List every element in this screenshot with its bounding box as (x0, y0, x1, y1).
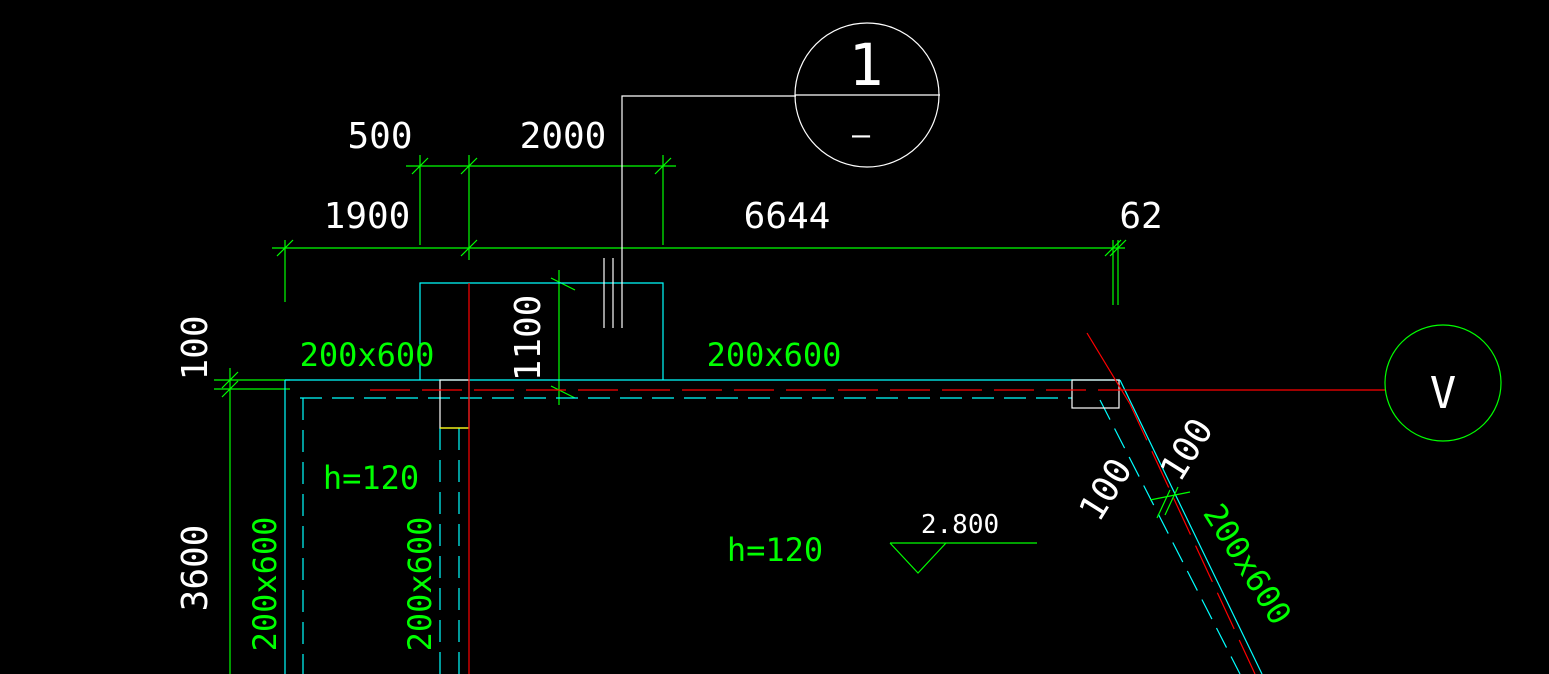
dim-text-2000: 2000 (520, 116, 607, 157)
dim-text-1100: 1100 (508, 295, 549, 382)
dimension-1100-lines (550, 270, 576, 405)
beam-label-top-right: 200x600 (707, 336, 842, 374)
elevation-value: 2.800 (921, 510, 999, 540)
slab-label-left: h=120 (323, 459, 419, 497)
dim-text-6644: 6644 (744, 196, 831, 237)
beam-label-left-column-a: 200x600 (246, 517, 284, 652)
top-dimension-lines (272, 155, 1127, 305)
dim-text-left-3600: 3600 (175, 525, 216, 612)
beam-label-top-left: 200x600 (300, 336, 435, 374)
dim-text-diag-100-b: 100 (1153, 411, 1222, 488)
column (439, 379, 470, 429)
section-number: 1 (849, 31, 884, 99)
wall-lines (284, 379, 1263, 674)
elevation-marker (889, 542, 1037, 574)
section-marker (603, 22, 940, 328)
slab-label-center: h=120 (727, 531, 823, 569)
dim-text-500: 500 (347, 116, 412, 157)
dim-text-62: 62 (1119, 196, 1162, 237)
beam-label-left-column-b: 200x600 (401, 517, 439, 652)
axis-bubble-circle (1384, 324, 1502, 442)
dim-text-left-100: 100 (175, 315, 216, 380)
axis-lines (370, 283, 1385, 674)
dim-text-diag-100-a: 100 (1072, 451, 1141, 528)
section-sheet: – (852, 118, 871, 153)
axis-bubble (1384, 324, 1502, 442)
left-dimension-lines (214, 368, 290, 674)
beam-label-diagonal: 200x600 (1195, 497, 1299, 632)
axis-bubble-label: V (1430, 368, 1457, 419)
dim-text-1900: 1900 (324, 196, 411, 237)
diagonal-dimension-lines (1149, 486, 1191, 519)
balcony-outline (419, 282, 664, 380)
